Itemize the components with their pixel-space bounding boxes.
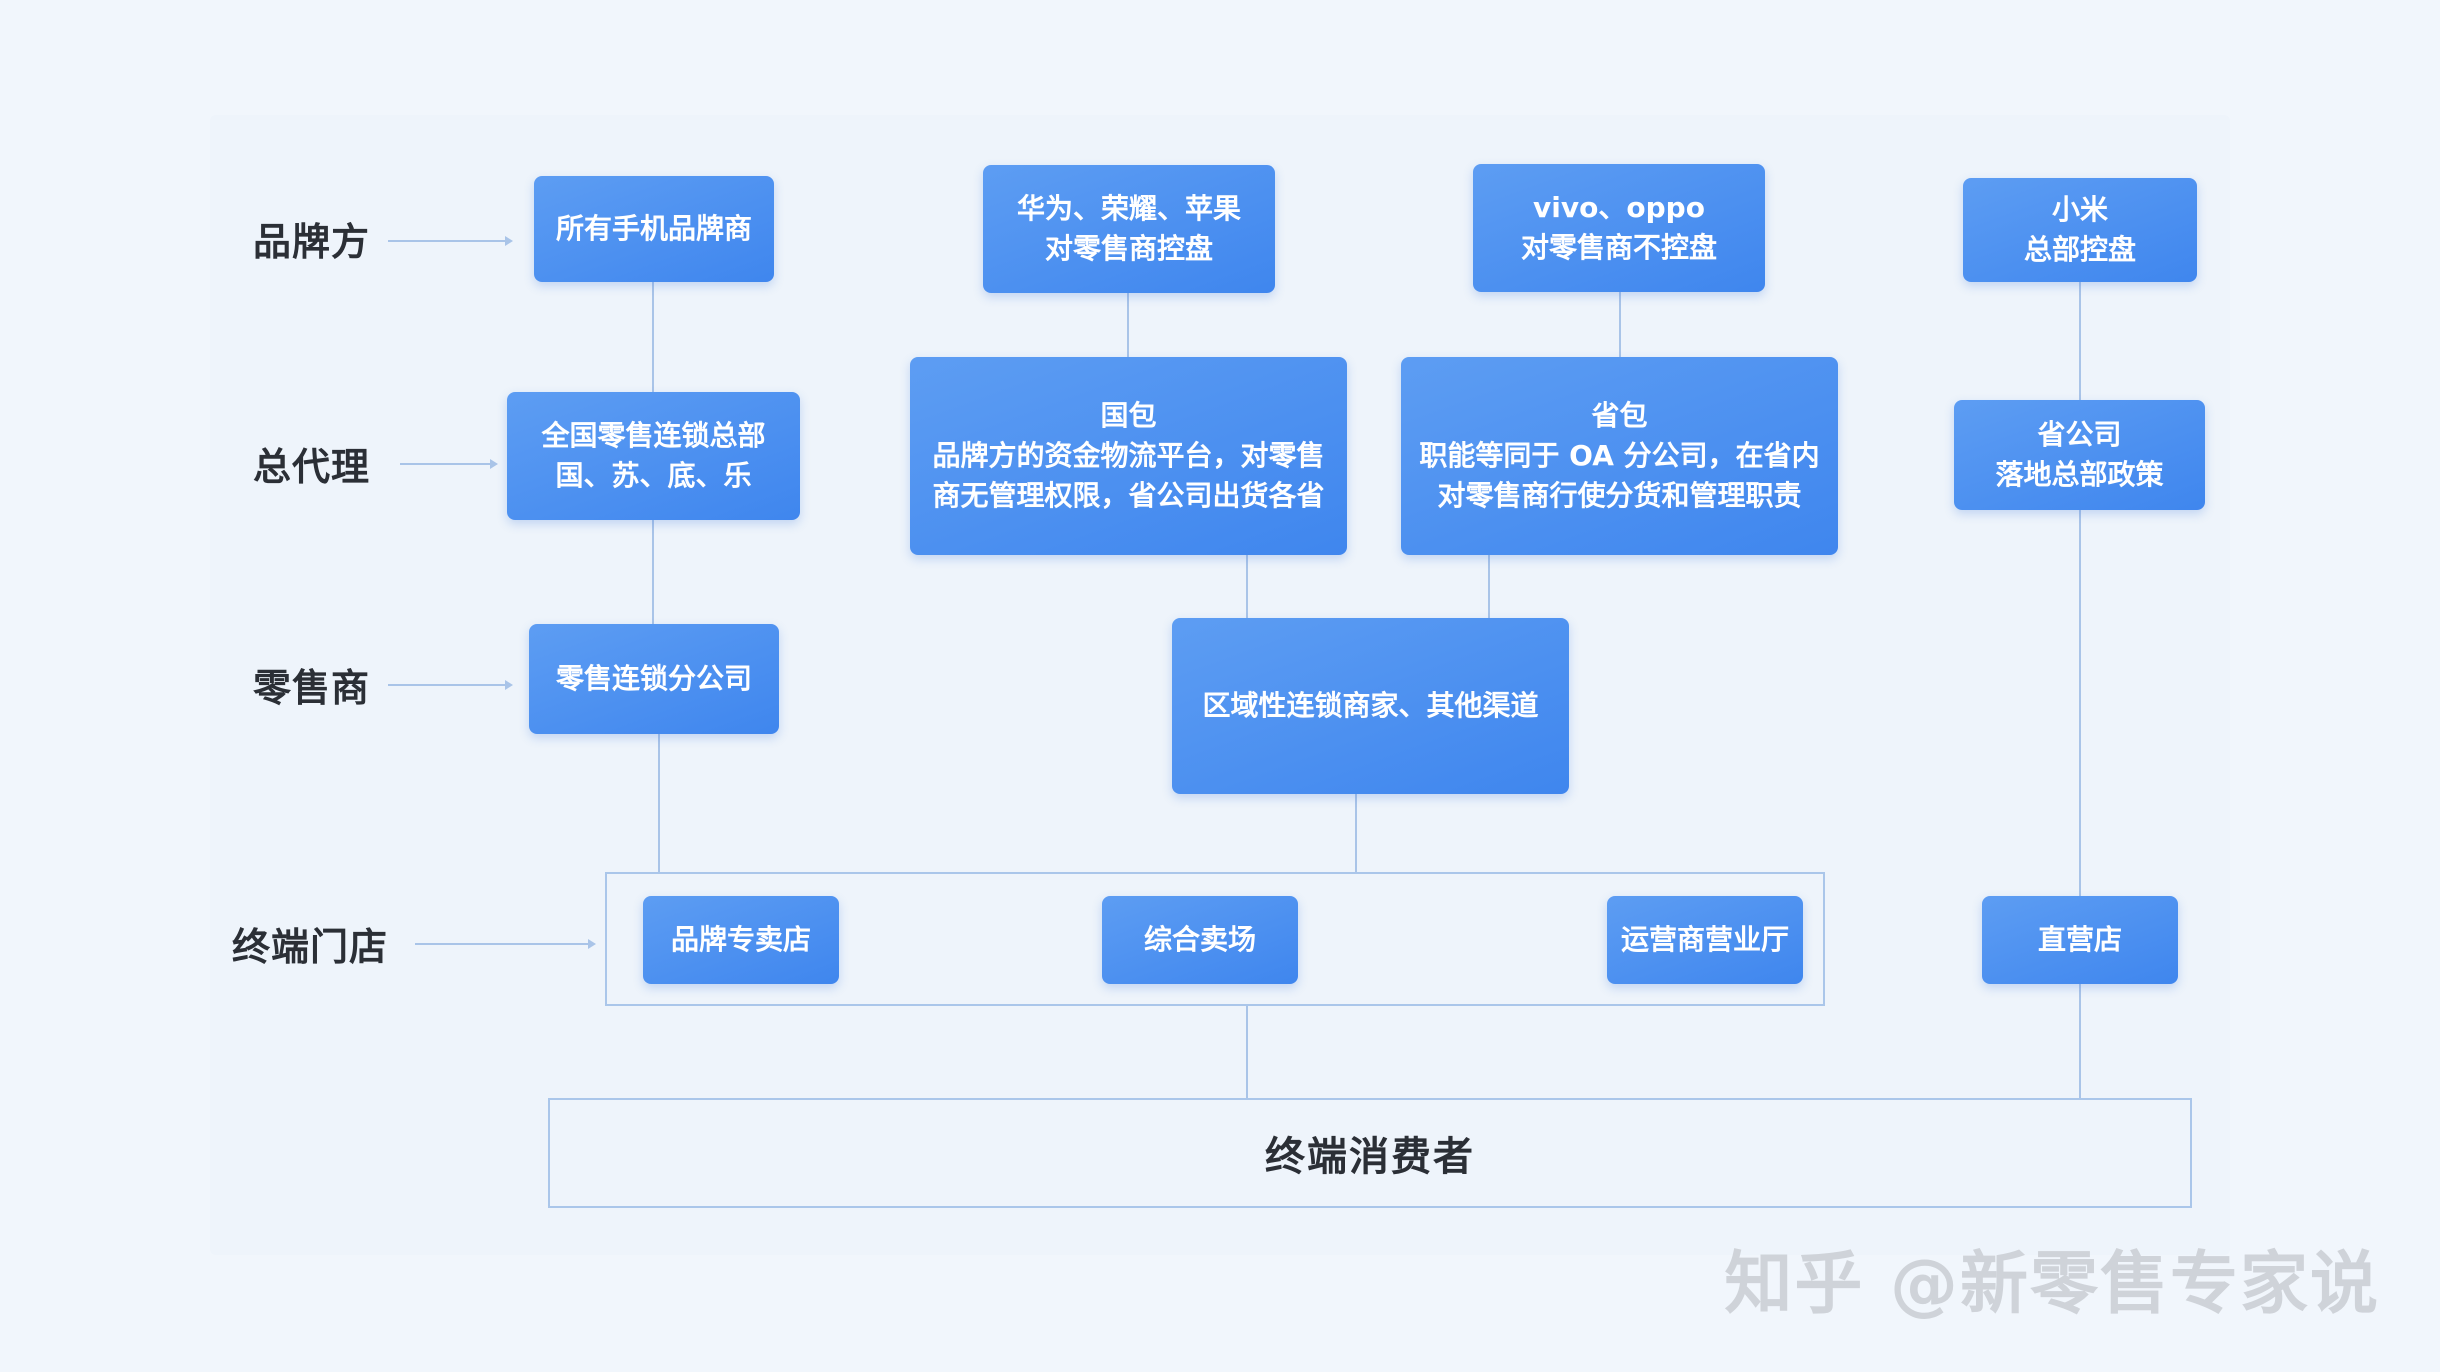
box-text-line: 品牌专卖店 (670, 923, 811, 956)
row-label-retailer: 零售商 (253, 666, 371, 710)
box-carrier-hall: 运营商营业厅 (1607, 896, 1803, 984)
box-text-line: 零售连锁分公司 (555, 662, 752, 695)
box-text-line: 所有手机品牌商 (555, 212, 752, 245)
box-national-chain-hq: 全国零售连锁总部国、苏、底、乐 (507, 392, 800, 520)
box-provincial-company: 省公司落地总部政策 (1954, 400, 2205, 510)
watermark: 知乎 @新零售专家说 (1724, 1245, 2380, 1324)
box-text-line: 华为、荣耀、苹果 (1016, 192, 1241, 225)
box-text-line: 省包 (1591, 399, 1648, 432)
box-text-line: 小米 (2051, 193, 2108, 226)
box-text-line: 对零售商不控盘 (1520, 231, 1717, 264)
box-text-line: 全国零售连锁总部 (541, 419, 766, 452)
box-mall: 综合卖场 (1102, 896, 1298, 984)
box-text-line: 品牌方的资金物流平台，对零售 (932, 439, 1325, 472)
row-label-brand: 品牌方 (253, 220, 371, 264)
box-text-line: 运营商营业厅 (1620, 923, 1789, 956)
consumer-box: 终端消费者 (548, 1098, 2192, 1208)
box-vivo-oppo: vivo、oppo 对零售商不控盘 (1473, 164, 1765, 292)
box-provincial-package: 省包职能等同于 OA 分公司，在省内对零售商行使分货和管理职责 (1401, 357, 1838, 555)
box-brand-store: 品牌专卖店 (643, 896, 839, 984)
box-text-line: 国、苏、底、乐 (555, 459, 752, 492)
box-national-package: 国包品牌方的资金物流平台，对零售商无管理权限，省公司出货各省 (910, 357, 1347, 555)
box-text-line: 区域性连锁商家、其他渠道 (1202, 689, 1539, 722)
box-text-line: 对零售商行使分货和管理职责 (1437, 479, 1802, 512)
box-text-line: 省公司 (2037, 418, 2122, 451)
box-text-line: vivo、oppo (1533, 191, 1705, 224)
box-all-brands: 所有手机品牌商 (534, 176, 774, 282)
store-frame (605, 872, 1825, 1006)
box-text-line: 直营店 (2037, 923, 2122, 956)
box-text-line: 国包 (1100, 399, 1157, 432)
row-label-store: 终端门店 (232, 925, 389, 969)
box-direct-store: 直营店 (1982, 896, 2178, 984)
row-label-agent: 总代理 (253, 445, 371, 489)
box-xiaomi: 小米总部控盘 (1963, 178, 2197, 282)
box-text-line: 商无管理权限，省公司出货各省 (932, 479, 1325, 512)
box-text-line: 对零售商控盘 (1044, 232, 1213, 265)
box-text-line: 总部控盘 (2023, 233, 2136, 266)
box-regional-chain: 区域性连锁商家、其他渠道 (1172, 618, 1569, 794)
box-huawei-honor-apple: 华为、荣耀、苹果对零售商控盘 (983, 165, 1275, 293)
box-chain-branch: 零售连锁分公司 (529, 624, 779, 734)
box-text-line: 综合卖场 (1143, 923, 1256, 956)
box-text-line: 落地总部政策 (1995, 458, 2164, 491)
box-text-line: 职能等同于 OA 分公司，在省内 (1419, 439, 1820, 472)
